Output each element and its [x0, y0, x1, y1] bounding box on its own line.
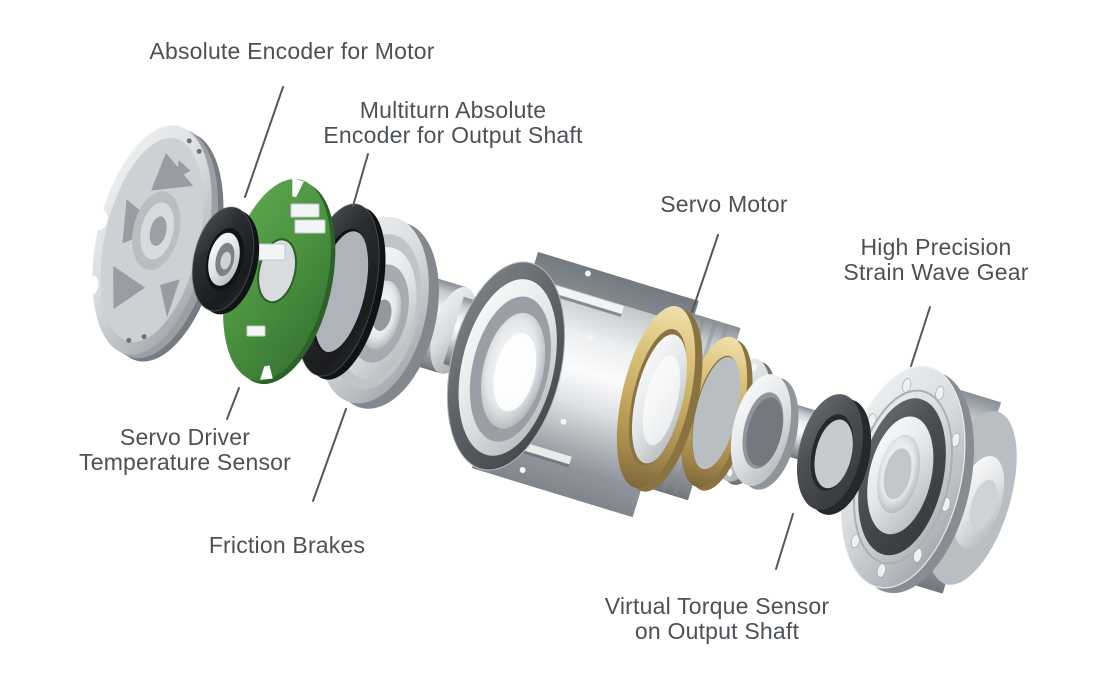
label-temperature-sensor: Servo Driver Temperature Sensor: [79, 425, 291, 475]
label-line: Servo Motor: [660, 191, 788, 217]
label-multiturn-encoder: Multiturn Absolute Encoder for Output Sh…: [323, 98, 582, 148]
part-torque-sensor-ring: [797, 394, 872, 515]
part-brass-ring-front: [616, 306, 703, 492]
part-strain-wave-gear-flange: [840, 365, 975, 594]
leader-lines: [226, 86, 931, 570]
part-motor-encoder-ring: [191, 206, 260, 315]
label-strain-wave-gear: High Precision Strain Wave Gear: [843, 235, 1028, 285]
label-absolute-encoder-motor: Absolute Encoder for Motor: [149, 39, 434, 64]
label-line: Absolute Encoder for Motor: [149, 38, 435, 64]
part-rear-cover-plate: [85, 125, 224, 362]
label-line: on Output Shaft: [634, 618, 800, 644]
housing-vent-holes: [519, 270, 594, 473]
label-friction-brakes: Friction Brakes: [209, 533, 365, 558]
label-line: Servo Driver: [119, 424, 251, 450]
leader-absolute-encoder: [244, 86, 284, 198]
leader-torque-sensor: [775, 513, 794, 570]
label-servo-motor: Servo Motor: [660, 192, 787, 217]
part-motor-housing-rim: [446, 261, 566, 471]
label-torque-sensor: Virtual Torque Sensor on Output Shaft: [605, 594, 830, 644]
part-output-encoder-ring: [730, 374, 799, 490]
label-line: Temperature Sensor: [79, 449, 291, 475]
label-line: Friction Brakes: [208, 532, 366, 558]
leader-temperature-sensor: [226, 387, 240, 420]
label-line: Encoder for Output Shaft: [323, 122, 583, 148]
pcb-connectors: [246, 203, 326, 337]
label-line: Strain Wave Gear: [843, 259, 1029, 285]
label-line: Multiturn Absolute: [359, 97, 547, 123]
label-line: High Precision: [860, 234, 1012, 260]
cover-screw-holes: [126, 138, 202, 343]
label-line: Virtual Torque Sensor: [604, 593, 830, 619]
leader-friction-brakes: [312, 408, 347, 502]
leader-multiturn-encoder: [352, 153, 369, 207]
leader-servo-motor: [691, 234, 719, 313]
leader-strain-wave-gear: [910, 306, 931, 367]
